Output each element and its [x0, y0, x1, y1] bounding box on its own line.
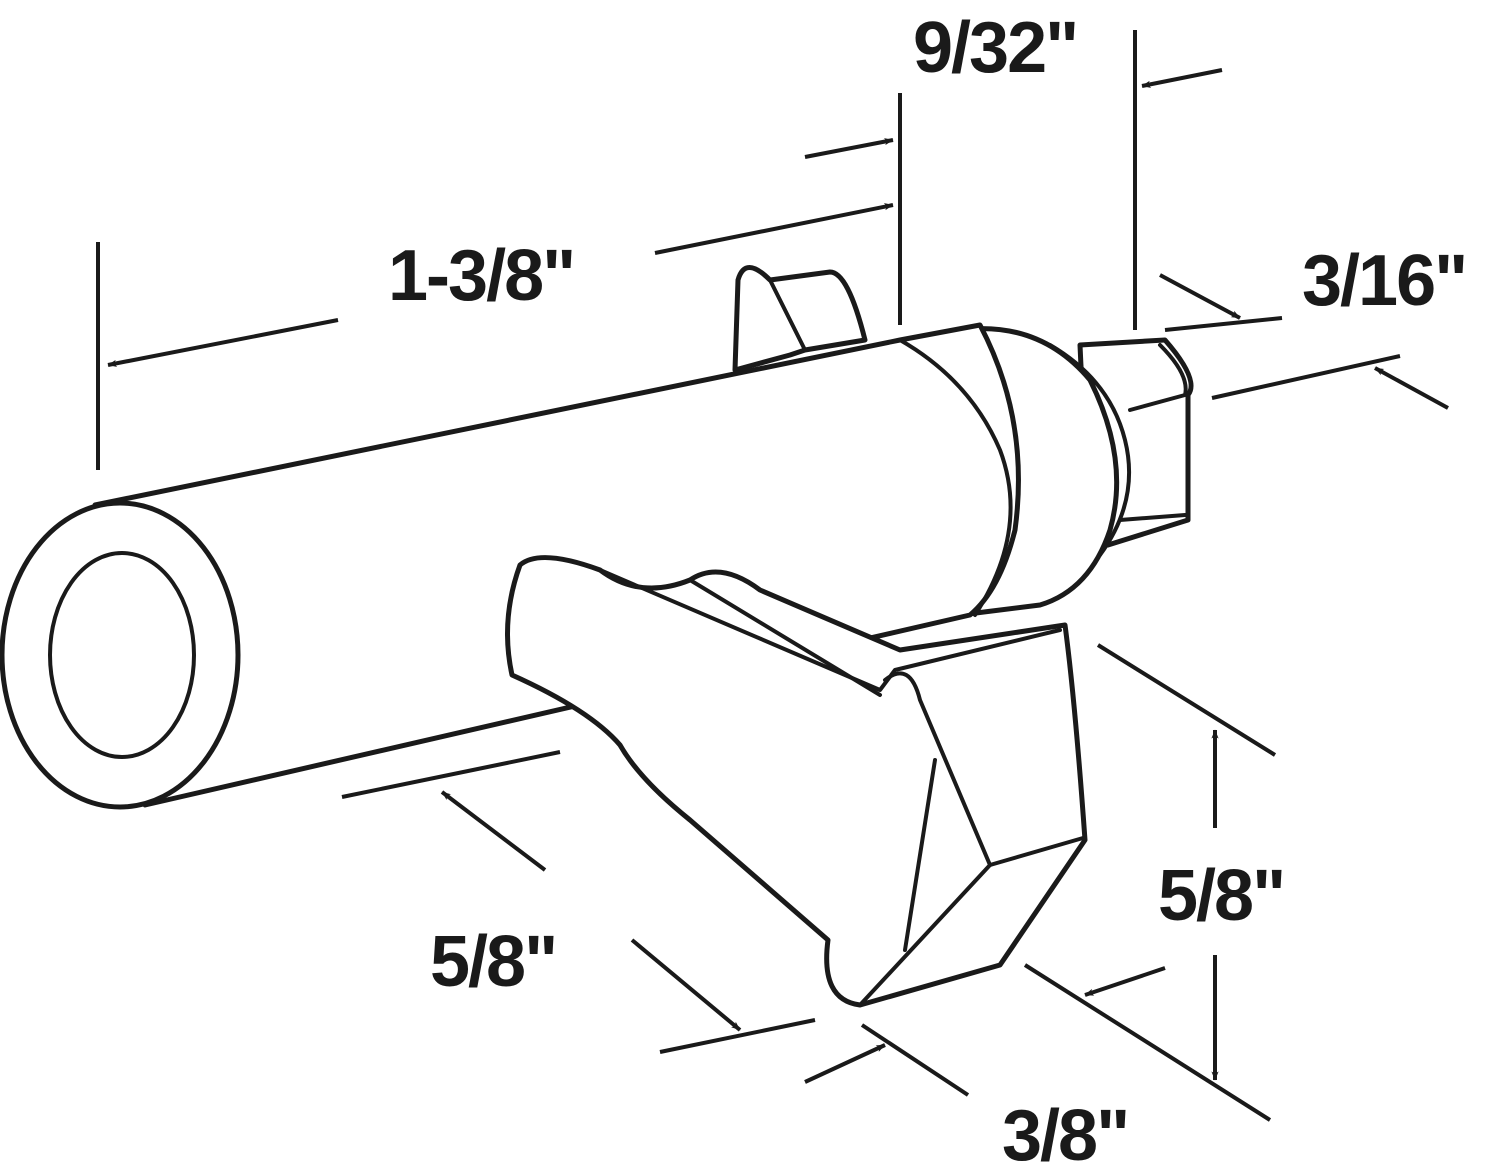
dim-label-base-width: 3/8" [1002, 1096, 1128, 1171]
dim-label-base-height: 5/8" [1158, 856, 1284, 936]
base-width-arrow-left [804, 1043, 886, 1084]
dim-label-base-length: 5/8" [430, 922, 556, 1002]
tip-face [1128, 343, 1188, 412]
collar-width-arrow-left [804, 138, 894, 159]
overall-length-arrow-right [654, 203, 894, 255]
base-length-arrow-top [440, 790, 547, 872]
dim-label-tip-diameter: 3/16" [1302, 241, 1466, 321]
tip-diameter-arrow-bottom [1374, 366, 1449, 410]
dim-label-collar-width: 9/32" [913, 8, 1077, 88]
dimension-labels: 1-3/8" 9/32" 3/16" 5/8" 5/8" 3/8" [388, 8, 1468, 1171]
dim-label-overall-length: 1-3/8" [388, 236, 574, 316]
tube-bore [48, 551, 196, 759]
dimension-lines [96, 30, 1449, 1122]
tip-diameter-arrow-top [1159, 273, 1241, 320]
foot-base [505, 555, 1088, 1008]
base-width-arrow-right [1084, 966, 1166, 997]
collar-seam [898, 338, 1013, 617]
top-tab [732, 265, 868, 373]
foot-front-face [883, 671, 1085, 867]
collar-width-arrow-right [1141, 68, 1223, 88]
base-length-arrow-bottom [630, 938, 742, 1032]
overall-length-arrow-left [107, 318, 339, 367]
tube-rim-outer [0, 500, 241, 810]
part-outline [0, 265, 1194, 1008]
